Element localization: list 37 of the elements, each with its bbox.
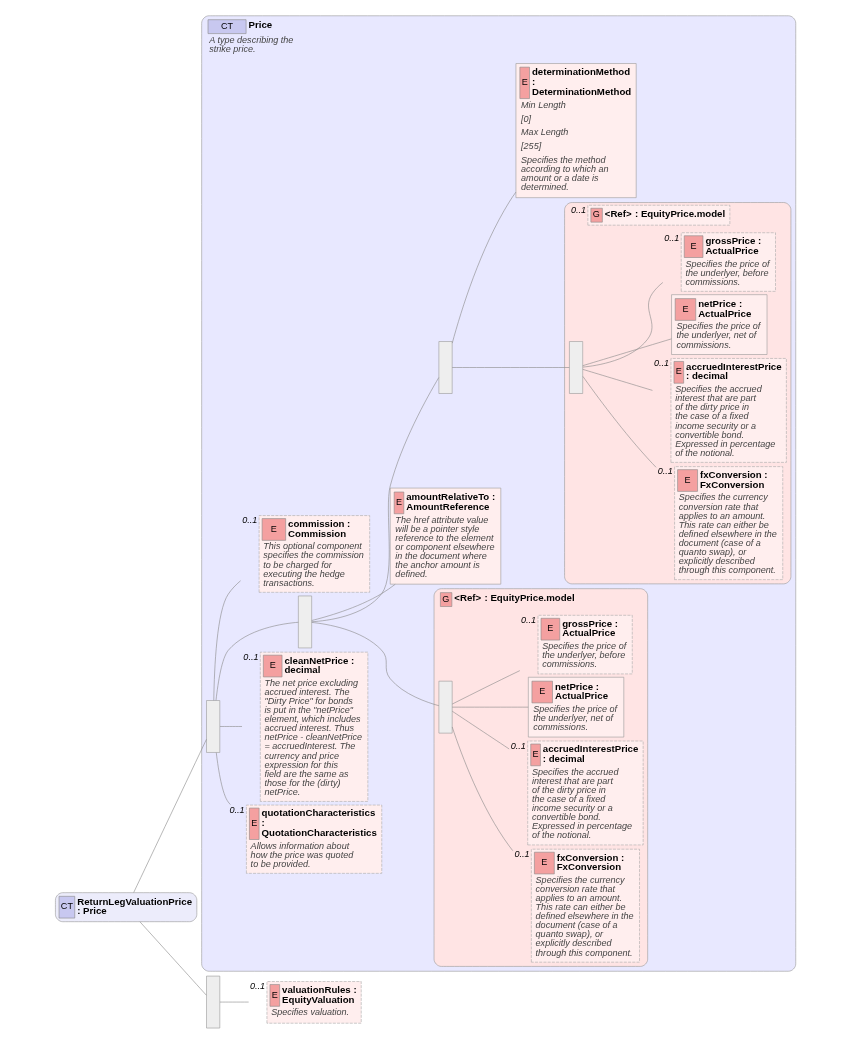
node-label: 0..1 bbox=[657, 466, 673, 477]
node-box bbox=[205, 975, 220, 1029]
connector bbox=[451, 191, 516, 344]
node-box bbox=[568, 341, 583, 394]
node-label: 0..1 bbox=[242, 652, 258, 663]
connector bbox=[581, 369, 653, 391]
node-label: 0..1 bbox=[228, 804, 245, 815]
node-label: 0..1 bbox=[241, 515, 257, 526]
connector bbox=[451, 726, 513, 852]
connector bbox=[311, 377, 439, 623]
connector bbox=[139, 921, 207, 996]
connector bbox=[582, 282, 663, 368]
connector bbox=[219, 726, 242, 727]
connector bbox=[213, 580, 241, 701]
node-box bbox=[205, 700, 220, 753]
connector bbox=[451, 706, 529, 708]
node-label: 0..1 bbox=[510, 740, 526, 751]
node-label: 0..1 bbox=[570, 205, 586, 216]
connector bbox=[132, 739, 207, 893]
connector bbox=[215, 621, 299, 701]
node-box bbox=[297, 595, 312, 649]
connector bbox=[310, 584, 396, 621]
node-label: 0..1 bbox=[653, 358, 669, 369]
node-label: 0..1 bbox=[520, 615, 536, 626]
node-label: 0..1 bbox=[513, 849, 530, 860]
node-box bbox=[438, 680, 452, 734]
connector bbox=[582, 376, 656, 468]
connector bbox=[310, 622, 439, 706]
connector bbox=[219, 1001, 249, 1003]
node-box bbox=[438, 341, 452, 394]
connector bbox=[581, 338, 672, 366]
connector bbox=[451, 367, 570, 368]
connector bbox=[451, 670, 520, 705]
connector bbox=[215, 752, 231, 805]
node-label: 0..1 bbox=[249, 981, 265, 992]
node-label: 0..1 bbox=[663, 232, 679, 243]
connector bbox=[451, 710, 509, 750]
